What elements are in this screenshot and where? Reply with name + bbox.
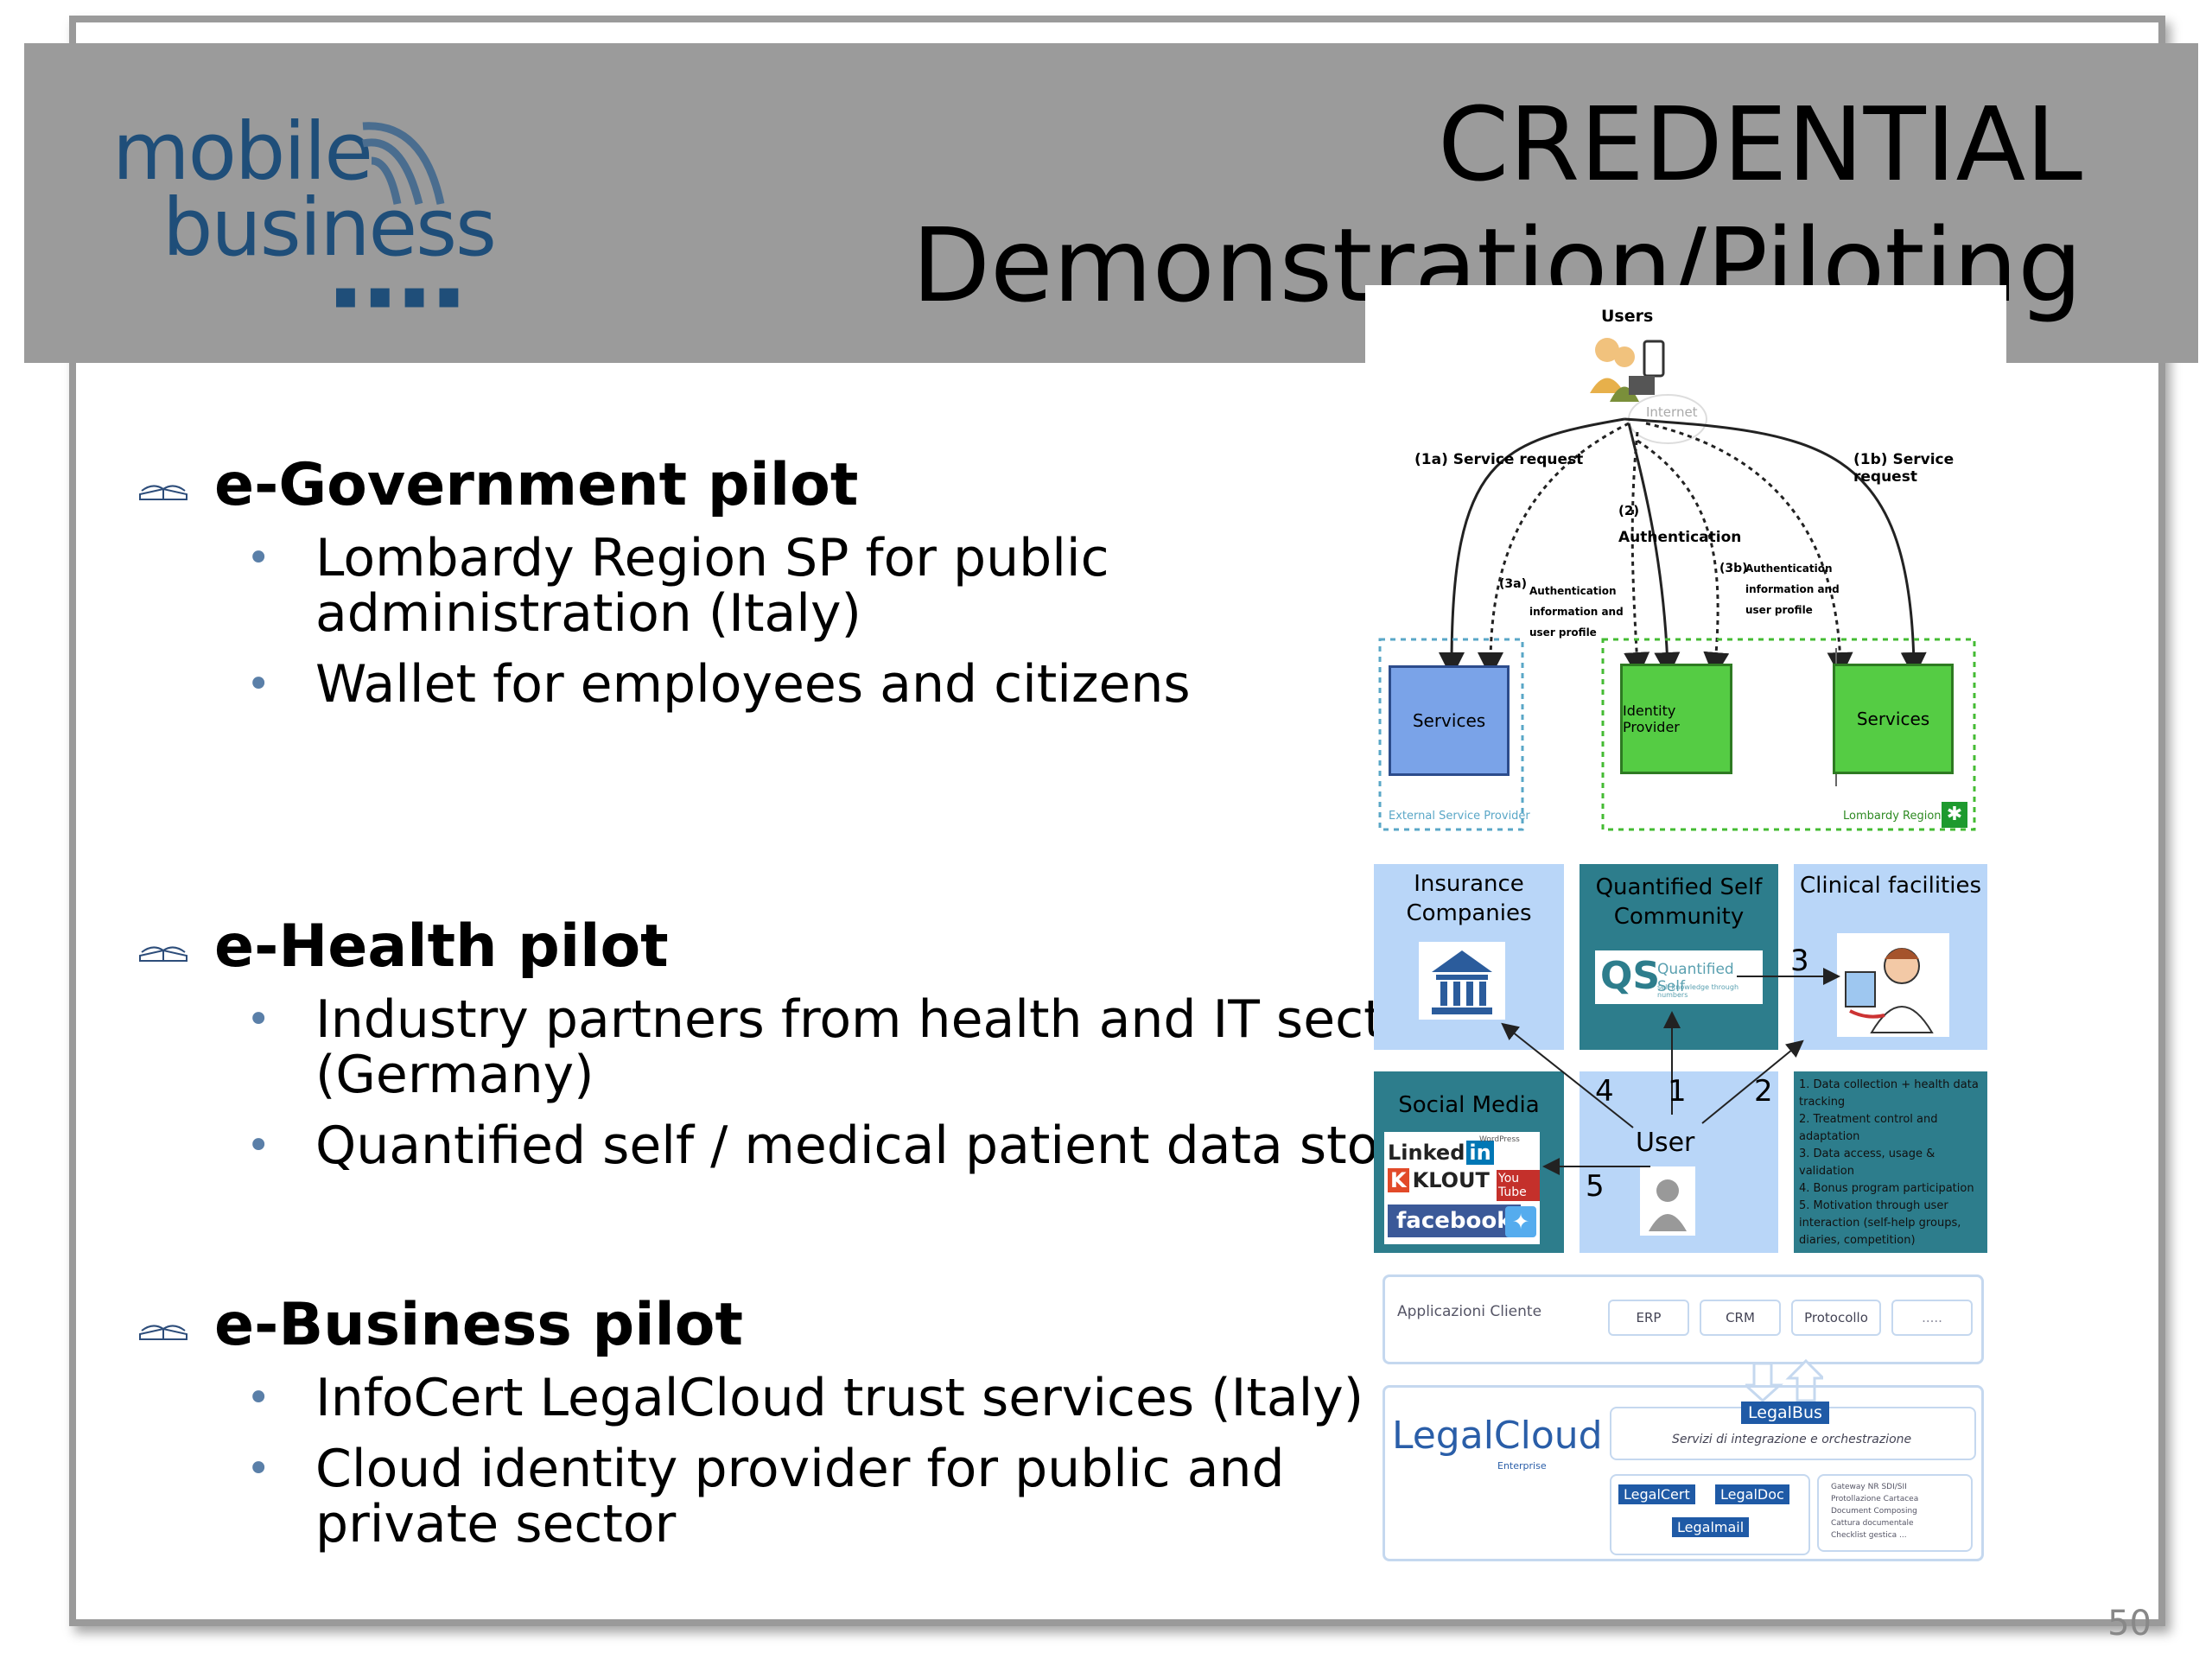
ehealth-diagram: Insurance Companies Quantified Self Comm… (1374, 864, 1987, 1253)
bullet-dot: • (246, 534, 271, 582)
external-provider-label: External Service Provider (1389, 810, 1530, 823)
legal-services-box: LegalCert LegalDoc Legalmail (1610, 1474, 1810, 1555)
gateway-services-box: Gateway NR SDI/SII Protollazione Cartace… (1817, 1474, 1973, 1552)
section-title: e-Government pilot (214, 451, 859, 519)
services-left-box: Services (1389, 665, 1510, 776)
step-number-4: 4 (1595, 1074, 1614, 1109)
auth-number: (2) (1618, 503, 1640, 518)
section-title: e-Health pilot (214, 912, 669, 981)
services-right-box: Services (1833, 664, 1954, 774)
more-box: ..... (1891, 1300, 1973, 1336)
wordpress-logo: WordPress (1479, 1135, 1520, 1144)
legalcert-label: LegalCert (1618, 1484, 1695, 1504)
legaldoc-label: LegalDoc (1715, 1484, 1789, 1504)
logo-dots: ▪▪▪▪ (333, 273, 471, 317)
user-panel: User (1580, 1071, 1778, 1253)
section-title: e-Business pilot (214, 1291, 744, 1359)
lombardy-label: Lombardy Region (1843, 810, 1942, 823)
bullet-item: •Wallet for employees and citizens (246, 654, 1191, 715)
book-icon (139, 946, 188, 962)
youtube-logo: You Tube (1497, 1170, 1540, 1201)
qs-community-panel: Quantified Self Community QS Quantified … (1580, 864, 1778, 1050)
insurance-label: Insurance Companies (1406, 871, 1532, 926)
legalbus-label: LegalBus (1741, 1402, 1829, 1424)
bullet-item: •Quantified self / medical patient data … (246, 1116, 1431, 1176)
twitter-bird-icon: ✦ (1505, 1206, 1536, 1237)
facebook-logo: facebook (1388, 1205, 1521, 1237)
steps-list: 1. Data collection + health data trackin… (1799, 1078, 1979, 1247)
doctor-icon (1837, 933, 1949, 1037)
clinical-label: Clinical facilities (1799, 873, 1982, 899)
section-ebusiness: e-Business pilot •InfoCert LegalCloud tr… (138, 1296, 1568, 1552)
user-avatar-icon (1640, 1166, 1695, 1236)
erp-box: ERP (1608, 1300, 1689, 1336)
page-number: 50 (2107, 1604, 2152, 1643)
slide-title-line1: CREDENTIAL (1438, 85, 2082, 204)
client-apps-box: Applicazioni Cliente ERP CRM Protocollo … (1382, 1274, 1984, 1364)
section-ehealth: e-Health pilot •Industry partners from h… (138, 918, 1456, 1173)
book-icon (139, 1325, 188, 1340)
diagram-overlap-panel (1365, 285, 2006, 380)
step-number-3: 3 (1790, 944, 1809, 978)
info-left-label: Authentication information and user prof… (1529, 585, 1624, 639)
qs-community-label: Quantified Self Community (1595, 874, 1763, 930)
bullet-dot: • (246, 1122, 271, 1170)
info-right-number: (3b) (1719, 562, 1748, 575)
bullet-item: •Lombardy Region SP for public administr… (246, 528, 1109, 644)
request-right-label: (1b) Service request (1853, 451, 1955, 486)
bullet-item: •Cloud identity provider for public and … (246, 1439, 1285, 1554)
legalcloud-logo: LegalCloud (1392, 1414, 1603, 1458)
health-arrows (1501, 968, 1840, 1175)
auth-label: Authentication (1618, 529, 1742, 546)
identity-provider-box: Identity Provider (1620, 664, 1732, 774)
signal-arcs-icon (362, 122, 445, 206)
bullet-dot: • (246, 1374, 271, 1422)
clinical-panel: Clinical facilities (1794, 864, 1987, 1050)
sync-arrows-icon (1745, 1359, 1823, 1402)
bullet-dot: • (246, 1445, 271, 1493)
logo-line1: mobile (112, 105, 373, 198)
lombardy-logo-icon: ✱ (1942, 802, 1967, 828)
social-media-label: Social Media (1398, 1092, 1540, 1118)
bullet-dot: • (246, 995, 271, 1044)
crm-box: CRM (1700, 1300, 1781, 1336)
qs-logo: QS Quantified Self self knowledge throug… (1595, 950, 1763, 1004)
info-left-number: (3a) (1499, 577, 1527, 591)
steps-panel: 1. Data collection + health data trackin… (1794, 1071, 1987, 1253)
step-number-5: 5 (1586, 1169, 1605, 1204)
ebusiness-diagram: Applicazioni Cliente ERP CRM Protocollo … (1382, 1274, 1984, 1561)
logo-line2: business (162, 181, 497, 274)
insurance-panel: Insurance Companies (1374, 864, 1564, 1050)
bullet-item: •Industry partners from health and IT se… (246, 989, 1437, 1105)
info-right-label: Authentication information and user prof… (1745, 563, 1840, 616)
section-egovernment: e-Government pilot •Lombardy Region SP f… (138, 456, 1456, 712)
internet-label: Internet (1646, 404, 1698, 420)
legalcloud-box: LegalCloud Enterprise LegalBus Servizi d… (1382, 1385, 1984, 1561)
protocollo-box: Protocollo (1791, 1300, 1881, 1336)
user-label: User (1636, 1128, 1695, 1158)
book-icon (139, 485, 188, 500)
bullet-item: •InfoCert LegalCloud trust services (Ita… (246, 1368, 1364, 1428)
users-label: Users (1601, 307, 1654, 326)
legalmail-label: Legalmail (1672, 1517, 1750, 1537)
request-left-label: (1a) Service request (1414, 451, 1584, 468)
enterprise-label: Enterprise (1497, 1460, 1547, 1471)
egov-diagram: Users Internet (1a) Service request (1b)… (1370, 302, 2000, 838)
bank-building-icon (1419, 942, 1505, 1020)
legalbus-desc: Servizi di integrazione e orchestrazione (1672, 1433, 1912, 1446)
users-icon (1590, 338, 1665, 402)
client-apps-label: Applicazioni Cliente (1397, 1303, 1542, 1320)
legalbus-box: LegalBus Servizi di integrazione e orche… (1610, 1402, 1976, 1460)
logo: mobile business ▪▪▪▪ (112, 105, 497, 315)
step-number-2: 2 (1754, 1074, 1773, 1109)
step-number-1: 1 (1668, 1074, 1687, 1109)
bullet-dot: • (246, 660, 271, 709)
